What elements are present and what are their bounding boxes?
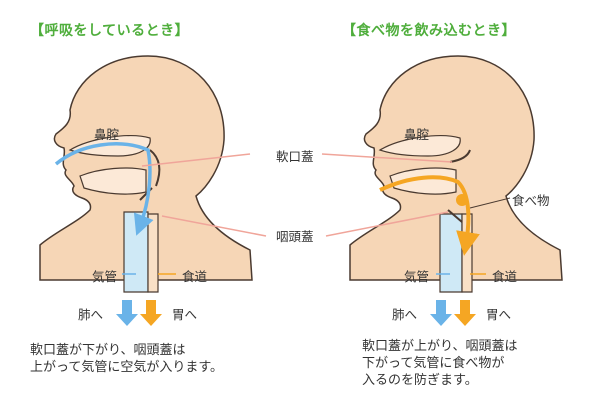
nasal-cavity-right	[378, 135, 461, 157]
label-nasal-cavity-left: 鼻腔	[94, 127, 120, 142]
caption-breathing-line-2: 上がって気管に空気が入ります。	[30, 360, 224, 375]
food-bolus	[456, 194, 468, 206]
airflow-arrow-left	[54, 142, 154, 236]
caption-swallowing-line-3: 入るのを防ぎます。	[362, 373, 478, 388]
soft-palate-left	[149, 149, 161, 187]
title-swallowing: 【食べ物を飲み込むとき】	[342, 23, 516, 39]
label-nasal-cavity-right: 鼻腔	[404, 127, 430, 142]
head-left	[39, 55, 253, 293]
label-soft-palate: 軟口蓋	[276, 149, 314, 164]
arrow-stomach-right	[454, 300, 476, 326]
caption-swallowing: 軟口蓋が上がり、咽頭蓋は 下がって気管に食べ物が 入るのを防ぎます。	[362, 338, 517, 389]
label-trachea-left: 気管	[92, 269, 118, 284]
label-food: 食べ物	[512, 193, 550, 208]
label-trachea-right: 気管	[404, 269, 430, 284]
soft-palate-right	[449, 149, 471, 163]
arrow-lungs-left	[116, 300, 138, 326]
food-path-arrow	[379, 175, 480, 256]
title-breathing: 【呼吸をしているとき】	[30, 23, 190, 39]
caption-swallowing-line-2: 下がって気管に食べ物が	[362, 356, 505, 371]
caption-breathing-line-1: 軟口蓋が下がり、咽頭蓋は	[30, 343, 186, 358]
caption-breathing: 軟口蓋が下がり、咽頭蓋は 上がって気管に空気が入ります。	[30, 342, 223, 376]
trachea-left	[123, 211, 149, 293]
arrow-stomach-left	[140, 300, 162, 326]
label-to-stomach-right: 胃へ	[486, 307, 512, 322]
mouth-cavity-left	[79, 167, 147, 195]
head-right	[349, 55, 563, 293]
label-esophagus-left: 食道	[182, 269, 208, 284]
label-to-lungs-left: 肺へ	[78, 307, 104, 322]
label-esophagus-right: 食道	[492, 269, 518, 284]
label-epiglottis: 咽頭蓋	[276, 229, 314, 244]
label-to-stomach-left: 胃へ	[172, 307, 198, 322]
trachea-right	[439, 213, 463, 293]
epiglottis-right	[447, 209, 463, 223]
head-silhouette-right	[349, 55, 563, 281]
esophagus-left	[147, 213, 159, 293]
caption-swallowing-line-1: 軟口蓋が上がり、咽頭蓋は	[362, 339, 518, 354]
head-silhouette-left	[39, 55, 253, 281]
arrow-lungs-right	[430, 300, 452, 326]
label-to-lungs-right: 肺へ	[392, 307, 418, 322]
